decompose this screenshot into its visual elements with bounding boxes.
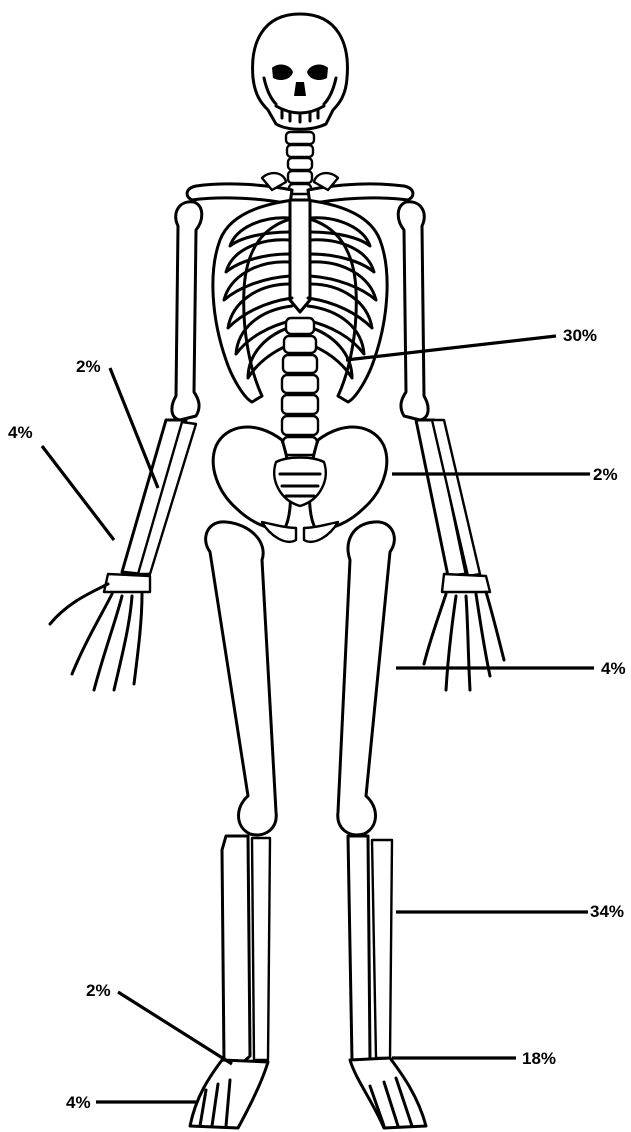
left-leg <box>190 522 276 1128</box>
leader-left-radius <box>110 368 158 488</box>
right-arm <box>398 202 504 690</box>
left-arm <box>50 202 202 690</box>
lumbar-spine <box>282 318 318 455</box>
label-ankle: 18% <box>522 1049 556 1068</box>
skull <box>253 14 348 129</box>
leader-left-ulna <box>42 446 114 540</box>
label-tibia: 34% <box>590 902 624 921</box>
label-foot: 4% <box>66 1093 91 1112</box>
label-spine: 30% <box>563 326 597 345</box>
right-leg <box>338 522 426 1128</box>
label-left-radius: 2% <box>76 357 101 376</box>
cervical-vertebrae <box>286 132 314 194</box>
label-pelvis: 2% <box>593 465 618 484</box>
label-femur: 4% <box>601 659 626 678</box>
label-ankle-ribbon: 2% <box>86 981 111 1000</box>
leader-ankle-ribbon <box>118 992 232 1064</box>
label-left-ulna: 4% <box>8 423 33 442</box>
